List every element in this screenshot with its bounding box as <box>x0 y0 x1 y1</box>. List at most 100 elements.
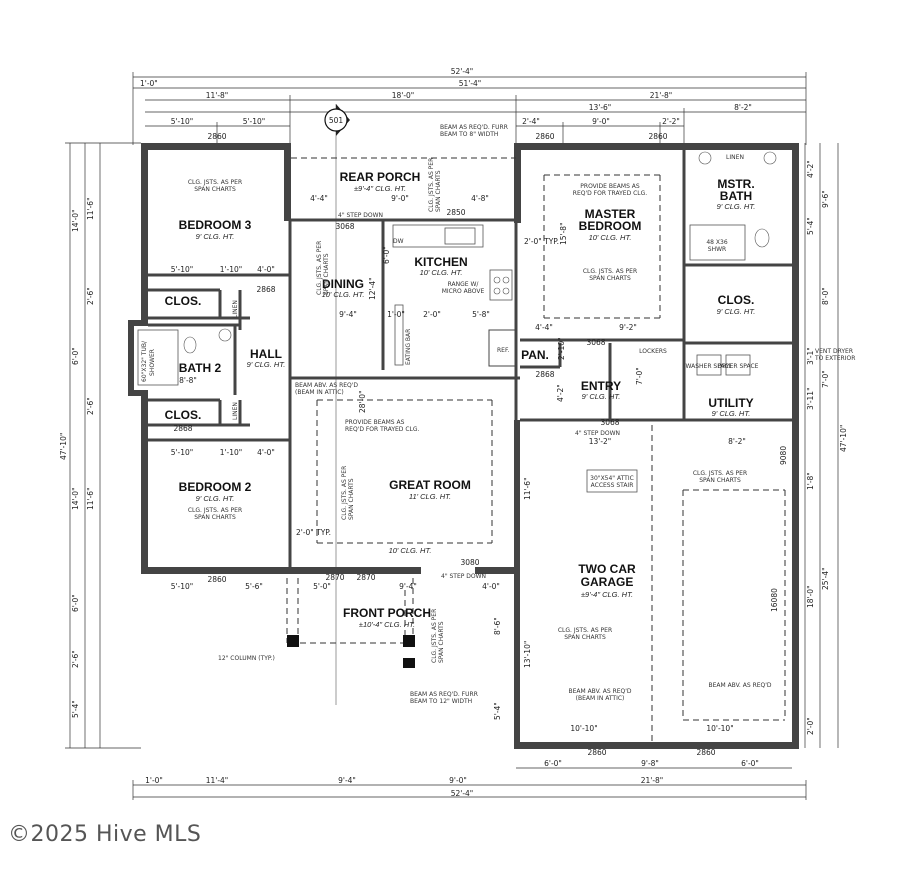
window-2860-d: 2860 <box>207 575 226 584</box>
room-labels: REAR PORCH ±9'-4" CLG. HT. BEDROOM 3 9' … <box>165 170 756 629</box>
bath-fixtures: 60"X32" TUB/ SHOWER 48 X36 SHWR LINEN LI… <box>137 151 777 420</box>
dim-bot-9-0: 9'-0" <box>449 776 467 785</box>
dim-1-0: 1'-0" <box>140 79 158 88</box>
clg-jsts-great: CLG. JSTS. AS PER <box>341 466 348 520</box>
mstr-bath-clg: 9' CLG. HT. <box>717 202 756 211</box>
window-2860-b: 2860 <box>535 132 554 141</box>
dim-i-2-0: 2'-0" <box>423 310 441 319</box>
bedroom2-clg: 9' CLG. HT. <box>196 494 235 503</box>
span-charts-rear: SPAN CHARTS <box>435 170 442 212</box>
dim-right-3-11: 3'-11" <box>806 387 815 410</box>
rear-porch-name: REAR PORCH <box>340 170 421 184</box>
bath2-dim: 8'-8" <box>179 376 197 385</box>
clg-jsts-bed2: CLG. JSTS. AS PER <box>188 507 242 514</box>
dim-51-4: 51'-4" <box>459 79 482 88</box>
master-name-2: BEDROOM <box>579 219 642 233</box>
shower-label-1: 48 X36 <box>706 239 727 246</box>
dim-i-8-2: 8'-2" <box>728 437 746 446</box>
dim-left-6-0: 6'-0" <box>71 347 80 365</box>
tub-label-1: 60"X32" TUB/ <box>141 340 148 382</box>
dim-bot-21-8: 21'-8" <box>641 776 664 785</box>
dim-right-47-10: 47'-10" <box>839 425 848 452</box>
dim-bot-11-4: 11'-4" <box>206 776 229 785</box>
dim-5-10-a: 5'-10" <box>171 117 194 126</box>
dim-bot-6-0-b: 6'-0" <box>741 759 759 768</box>
entry-name: ENTRY <box>581 379 621 393</box>
dim-i-4-0-b: 4'-0" <box>257 448 275 457</box>
beam-lines <box>286 157 786 742</box>
beam-front-2: BEAM TO 12" WIDTH <box>410 698 472 705</box>
step-down-front: 4" STEP DOWN <box>441 573 486 580</box>
door-2868-c: 2868 <box>535 370 554 379</box>
dim-i-1-10-a: 1'-10" <box>220 265 243 274</box>
dim-i-13-10: 13'-10" <box>523 641 532 668</box>
door-2868-b: 2868 <box>173 424 192 433</box>
window-2860-c: 2860 <box>648 132 667 141</box>
beam-abv-dining-1: BEAM ABV. AS REQ'D <box>295 382 358 389</box>
column-note: 12" COLUMN (TYP.) <box>218 655 275 662</box>
beam-note-top-2: BEAM TO 8" WIDTH <box>440 131 498 138</box>
door-3068-b: 3068 <box>600 418 619 427</box>
window-2860-e: 2860 <box>587 748 606 757</box>
dim-right-2-0: 2'-0" <box>806 717 815 735</box>
span-charts-master: SPAN CHARTS <box>589 275 631 282</box>
ref-label: REF. <box>497 347 509 354</box>
dim-i-4-2: 4'-2" <box>556 384 565 402</box>
range-label: RANGE W/ <box>448 281 480 288</box>
garage-name-1: TWO CAR <box>578 562 636 576</box>
clg-jsts-front: CLG. JSTS. AS PER <box>431 609 438 663</box>
front-porch-name: FRONT PORCH <box>343 606 431 620</box>
hall-name: HALL <box>250 347 282 361</box>
door-2868-a: 2868 <box>256 285 275 294</box>
dim-i-1-0: 1'-0" <box>387 310 405 319</box>
window-2860-f: 2860 <box>696 748 715 757</box>
clos-master-clg: 9' CLG. HT. <box>717 307 756 316</box>
dim-i-5-10-c: 5'-10" <box>171 582 194 591</box>
rear-porch-clg: ±9'-4" CLG. HT. <box>354 184 406 193</box>
dim-i-9-0: 9'-0" <box>391 194 409 203</box>
column-left <box>287 635 299 647</box>
provide-beams-master-1: PROVIDE BEAMS AS <box>580 183 640 190</box>
dim-typ-great: 2'-0" TYP. <box>296 528 331 537</box>
dim-left-14-0-b: 14'-0" <box>71 487 80 510</box>
dim-right-4-2: 4'-2" <box>806 160 815 178</box>
dim-i-4-8: 4'-8" <box>471 194 489 203</box>
dining-name: DINING <box>322 277 364 291</box>
attic-label-2: ACCESS STAIR <box>591 482 634 489</box>
door-2870-b: 2870 <box>356 573 375 582</box>
column-right-b <box>403 658 415 668</box>
dining-clg: 10' CLG. HT. <box>322 290 365 299</box>
linen-hall-1: LINEN <box>232 300 239 318</box>
pantry-name: PAN. <box>521 348 549 362</box>
watermark: ©2025 Hive MLS <box>8 822 202 847</box>
section-marker: 501 <box>324 104 350 705</box>
hall-clg: 9' CLG. HT. <box>247 360 286 369</box>
dim-i-8-6: 8'-6" <box>493 617 502 635</box>
exterior-walls <box>128 143 799 749</box>
dim-11-8: 11'-8" <box>206 91 229 100</box>
dim-left-14-0-a: 14'-0" <box>71 209 80 232</box>
dim-left-2-6-b: 2'-6" <box>86 397 95 415</box>
interior-dimensions: 5'-10" 1'-10" 4'-0" 5'-10" 1'-10" 4'-0" … <box>171 194 788 733</box>
dim-i-4-0-c: 4'-0" <box>482 582 500 591</box>
dim-2-4: 2'-4" <box>522 117 540 126</box>
dim-8-2: 8'-2" <box>734 103 752 112</box>
step-down-rear: 4" STEP DOWN <box>338 212 383 219</box>
great-room-name: GREAT ROOM <box>389 478 471 492</box>
great-room-clg: 11' CLG. HT. <box>409 492 451 501</box>
clg-jsts-rear: CLG. JSTS. AS PER <box>428 158 435 212</box>
span-charts-great: SPAN CHARTS <box>348 478 355 520</box>
linen-master: LINEN <box>726 154 744 161</box>
dim-left-5-4: 5'-4" <box>71 700 80 718</box>
dim-i-6-0: 6'-0" <box>382 246 391 264</box>
provide-beams-master-2: REQ'D FOR TRAYED CLG. <box>573 190 648 197</box>
clg-jsts-garage-2: CLG. JSTS. AS PER <box>558 627 612 634</box>
window-2860-a: 2860 <box>207 132 226 141</box>
dim-i-9-4: 9'-4" <box>339 310 357 319</box>
dim-i-10-10-b: 10'-10" <box>706 724 733 733</box>
dim-i-15-8: 15'-8" <box>559 222 568 245</box>
dim-i-13-2: 13'-2" <box>589 437 612 446</box>
door-2850: 2850 <box>446 208 465 217</box>
dim-right-1-8: 1'-8" <box>806 472 815 490</box>
